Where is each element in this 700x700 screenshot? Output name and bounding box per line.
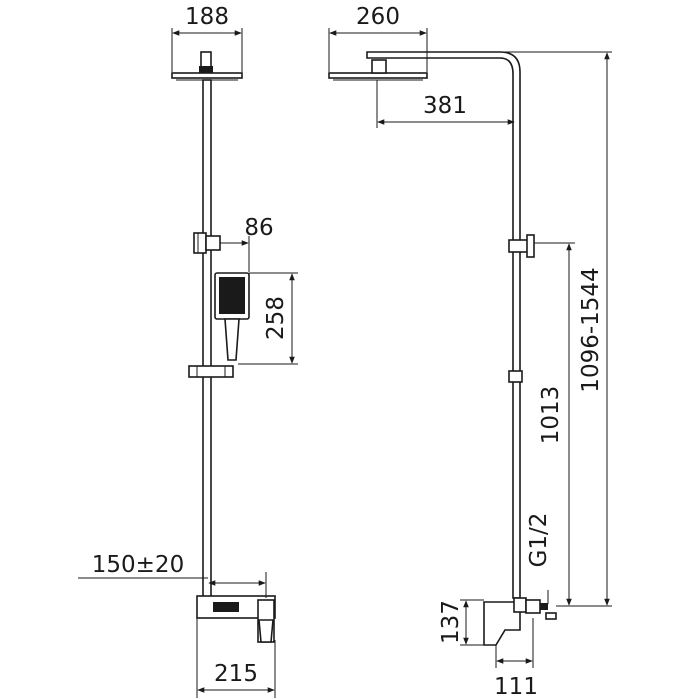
front-slide-holder: [188, 365, 234, 378]
dim-mixer-height: 137: [438, 600, 464, 644]
side-arm-and-riser: [366, 51, 521, 599]
dimension-lines: [78, 28, 612, 698]
dimension-labels: 188 260 381 86 258 1096-1544 1013 G1/2 1…: [92, 4, 604, 700]
dim-head-width-front: 188: [185, 4, 229, 30]
side-view: [328, 51, 557, 646]
front-upper-holder: [193, 232, 221, 254]
front-shower-head: [171, 51, 243, 81]
dim-wall-offset: 111: [494, 674, 538, 700]
side-shower-head: [328, 59, 428, 81]
dim-hand-shower-width: 86: [244, 215, 273, 241]
dim-hand-shower-length: 258: [263, 296, 289, 340]
dim-arm-reach: 381: [423, 93, 467, 119]
front-riser-pipe: [202, 79, 212, 599]
side-upper-holder: [508, 234, 535, 258]
dim-overall-height: 1096-1544: [578, 267, 604, 392]
front-hand-shower: [214, 272, 250, 361]
side-slide-holder: [508, 370, 523, 383]
side-mixer: [483, 597, 557, 646]
front-mixer: [196, 595, 276, 643]
dim-mixer-width: 215: [214, 661, 258, 687]
dim-head-width-side: 260: [356, 4, 400, 30]
dim-thread: G1/2: [526, 513, 552, 568]
front-view: [171, 51, 276, 643]
dim-bracket-height: 1013: [538, 386, 564, 445]
dim-inlet-spacing: 150±20: [92, 552, 184, 578]
